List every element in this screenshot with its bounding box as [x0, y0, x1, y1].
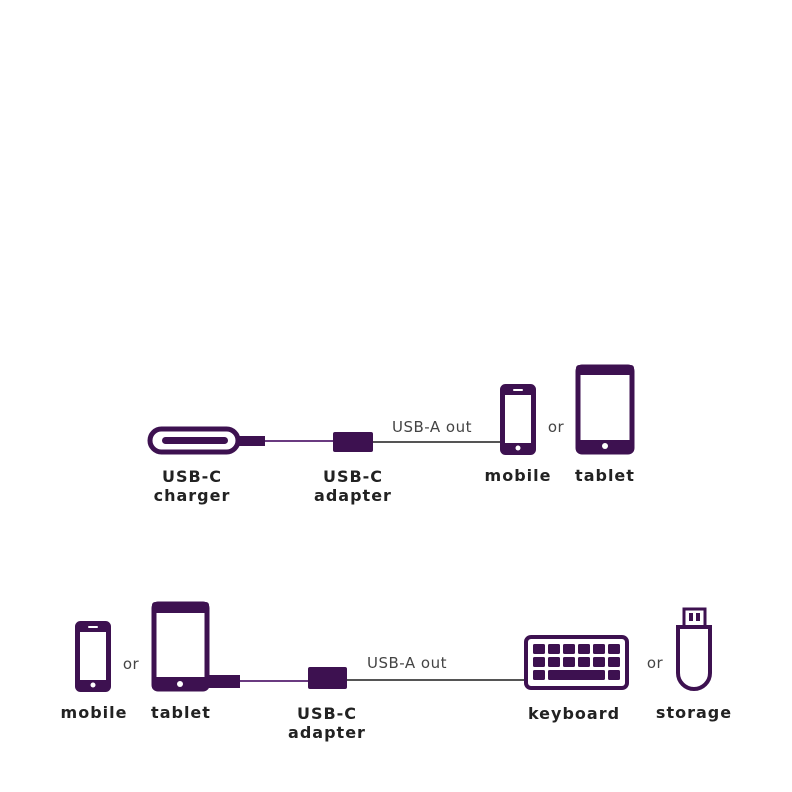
- usb-c-plug: [209, 675, 240, 688]
- tablet-label: tablet: [575, 466, 635, 485]
- usb-storage-icon: [676, 607, 712, 691]
- storage-label: storage: [656, 703, 732, 722]
- keyboard-key: [533, 657, 545, 667]
- tablet-icon: [575, 364, 635, 455]
- adapter-label-line2: adapter: [288, 723, 366, 742]
- keyboard-key: [578, 644, 590, 654]
- or-label: or: [647, 654, 664, 672]
- keyboard-key: [563, 644, 575, 654]
- adapter-label-line2: adapter: [314, 486, 392, 505]
- keyboard-key: [608, 644, 620, 654]
- keyboard-key: [548, 670, 605, 680]
- keyboard-key: [593, 644, 605, 654]
- mobile-icon: [75, 621, 111, 692]
- mobile-icon: [500, 384, 536, 455]
- keyboard-key: [608, 657, 620, 667]
- keyboard-icon: [524, 635, 629, 690]
- usb-a-out-label: USB-A out: [392, 418, 472, 436]
- usb-c-charger-icon: [147, 426, 265, 455]
- keyboard-key: [563, 657, 575, 667]
- charger-to-device-diagram: USB-A out or USB-C charger USB-C adapter…: [147, 364, 635, 505]
- keyboard-key: [548, 644, 560, 654]
- mobile-label: mobile: [61, 703, 128, 722]
- or-label: or: [123, 655, 140, 673]
- charger-label-line2: charger: [154, 486, 231, 505]
- mobile-label: mobile: [485, 466, 552, 485]
- keyboard-key: [593, 657, 605, 667]
- tablet-label: tablet: [151, 703, 211, 722]
- keyboard-label: keyboard: [528, 704, 620, 723]
- keyboard-key: [578, 657, 590, 667]
- usb-a-out-label: USB-A out: [367, 654, 447, 672]
- charger-label-line1: USB-C: [162, 467, 222, 486]
- usb-c-adapter-icon: [333, 432, 373, 452]
- keyboard-key: [548, 657, 560, 667]
- usb-c-adapter-icon: [308, 667, 347, 689]
- or-label: or: [548, 418, 565, 436]
- tablet-icon: [151, 601, 210, 692]
- keyboard-key: [608, 670, 620, 680]
- adapter-label-line1: USB-C: [297, 704, 357, 723]
- adapter-label-line1: USB-C: [323, 467, 383, 486]
- keyboard-key: [533, 644, 545, 654]
- device-to-peripheral-diagram: or USB-A out or mobile tablet USB-C adap…: [61, 601, 732, 742]
- keyboard-key: [533, 670, 545, 680]
